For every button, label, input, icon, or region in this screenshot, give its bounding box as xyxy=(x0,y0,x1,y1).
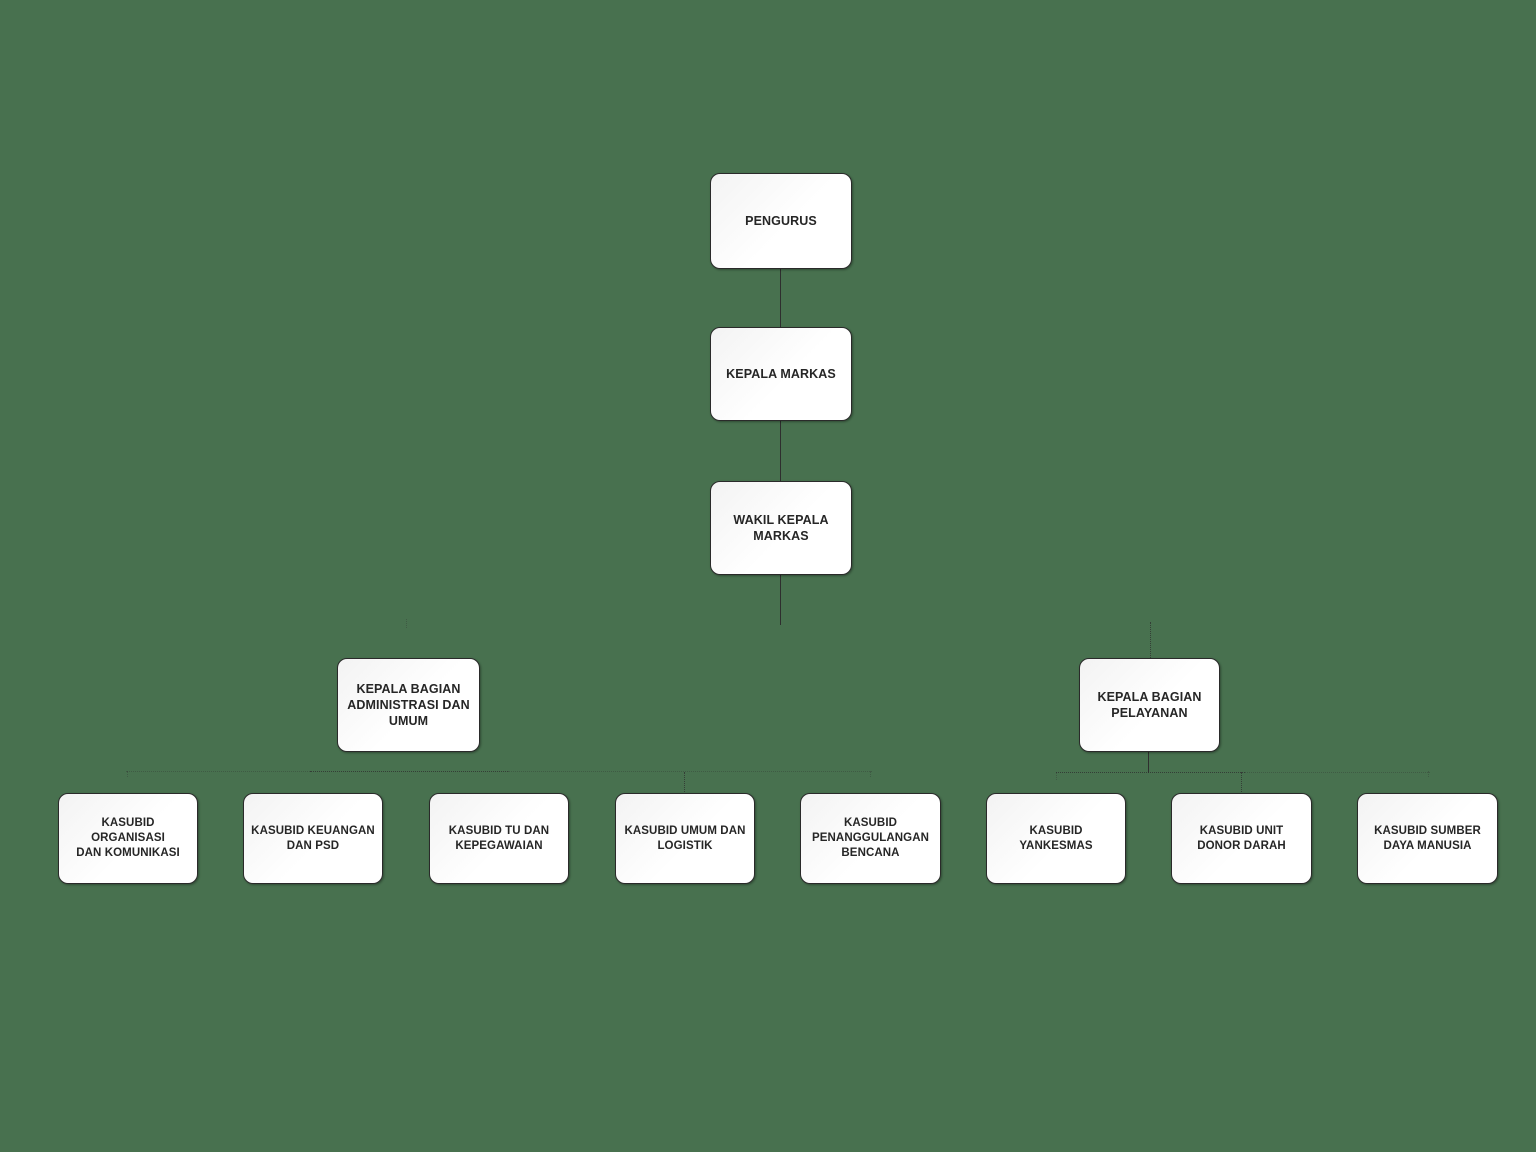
connector-stub-sumber xyxy=(1428,771,1429,777)
connector-stub-umum xyxy=(684,772,685,792)
connector-stub-bencana xyxy=(870,771,871,777)
org-node-pengurus-label: PENGURUS xyxy=(745,213,817,228)
org-node-kasubid-unit-donor-darah: KASUBID UNIT DONOR DARAH xyxy=(1171,793,1312,884)
org-node-kabag-pelayanan: KEPALA BAGIAN PELAYANAN xyxy=(1079,658,1220,752)
org-node-pengurus: PENGURUS xyxy=(710,173,852,269)
org-node-kasubid-sumber-daya-manusia: KASUBID SUMBER DAYA MANUSIA xyxy=(1357,793,1498,884)
org-node-kepala-markas: KEPALA MARKAS xyxy=(710,327,852,421)
connector-stub-yankesmas xyxy=(1056,772,1057,780)
connector-kepalamarkas-wakil xyxy=(780,421,781,481)
connector-right-rail-faint xyxy=(1245,772,1430,773)
connector-left-rail-faint-b xyxy=(508,771,872,772)
connector-stub-kabag-pelayanan-top xyxy=(1150,622,1151,658)
org-node-kabag-administrasi-umum: KEPALA BAGIAN ADMINISTRASI DAN UMUM xyxy=(337,658,480,752)
org-node-kasubid-organisasi-komunikasi: KASUBID ORGANISASI DAN KOMUNIKASI xyxy=(58,793,198,884)
connector-pengurus-kepalamarkas xyxy=(780,269,781,327)
org-node-kasubid-unit-donor-darah-label: KASUBID UNIT DONOR DARAH xyxy=(1197,824,1286,852)
org-node-wakil-kepala-markas-label: WAKIL KEPALA MARKAS xyxy=(733,512,829,543)
connector-stub-donor xyxy=(1241,772,1242,792)
org-node-kasubid-yankesmas-label: KASUBID YANKESMAS xyxy=(1019,824,1093,852)
org-node-kasubid-yankesmas: KASUBID YANKESMAS xyxy=(986,793,1126,884)
connector-left-rail xyxy=(310,771,508,772)
connector-stub-kabag-admin-top xyxy=(406,619,407,628)
org-node-kasubid-umum-logistik-label: KASUBID UMUM DAN LOGISTIK xyxy=(624,824,746,852)
org-node-kepala-markas-label: KEPALA MARKAS xyxy=(726,366,836,381)
org-node-kasubid-tu-kepegawaian-label: KASUBID TU DAN KEPEGAWAIAN xyxy=(448,824,550,852)
org-node-kasubid-keuangan-psd: KASUBID KEUANGAN DAN PSD xyxy=(243,793,383,884)
connector-left-rail-faint-a xyxy=(126,771,310,772)
org-node-kasubid-sumber-daya-manusia-label: KASUBID SUMBER DAYA MANUSIA xyxy=(1374,824,1481,852)
connector-wakil-down xyxy=(780,575,781,625)
org-node-kasubid-penanggulangan-bencana-label: KASUBID PENANGGULANGAN BENCANA xyxy=(811,817,930,859)
org-node-kasubid-keuangan-psd-label: KASUBID KEUANGAN DAN PSD xyxy=(251,824,375,852)
org-node-wakil-kepala-markas: WAKIL KEPALA MARKAS xyxy=(710,481,852,575)
org-node-kasubid-tu-kepegawaian: KASUBID TU DAN KEPEGAWAIAN xyxy=(429,793,569,884)
org-node-kasubid-penanggulangan-bencana: KASUBID PENANGGULANGAN BENCANA xyxy=(800,793,941,884)
connector-stub-organisasi xyxy=(127,771,128,777)
connector-pelayanan-down xyxy=(1148,752,1149,773)
org-node-kasubid-organisasi-komunikasi-label: KASUBID ORGANISASI DAN KOMUNIKASI xyxy=(76,817,180,859)
org-node-kabag-administrasi-umum-label: KEPALA BAGIAN ADMINISTRASI DAN UMUM xyxy=(347,681,470,729)
connector-right-rail xyxy=(1056,772,1245,773)
org-node-kasubid-umum-logistik: KASUBID UMUM DAN LOGISTIK xyxy=(615,793,755,884)
org-node-kabag-pelayanan-label: KEPALA BAGIAN PELAYANAN xyxy=(1097,689,1202,720)
